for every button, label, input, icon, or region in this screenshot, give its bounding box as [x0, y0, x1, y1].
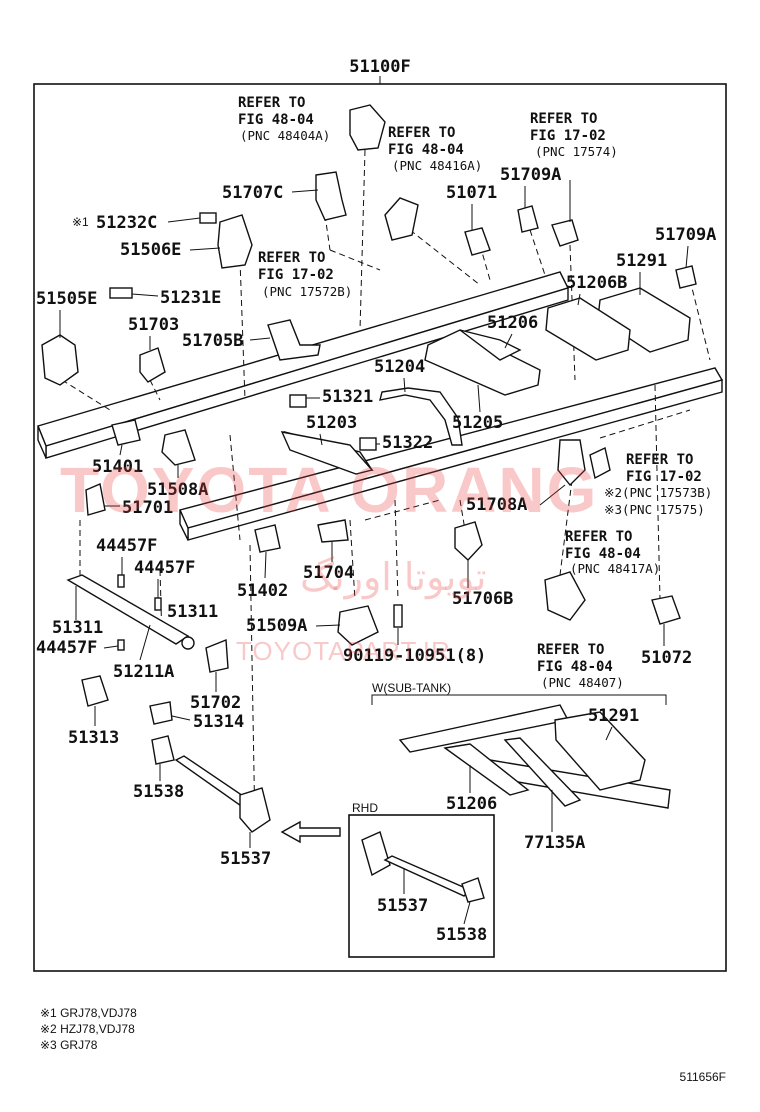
svg-text:FIG 17-02: FIG 17-02: [530, 128, 606, 144]
label-51205[interactable]: 51205: [452, 413, 503, 433]
label-51702[interactable]: 51702: [190, 693, 241, 713]
svg-text:FIG 48-04: FIG 48-04: [388, 142, 464, 158]
ref-48416a: REFER TO FIG 48-04 (PNC 48416A): [388, 125, 482, 173]
label-44457f-3[interactable]: 44457F: [36, 638, 97, 658]
svg-text:REFER TO: REFER TO: [388, 125, 455, 141]
label-51538-1[interactable]: 51538: [133, 782, 184, 802]
label-51703[interactable]: 51703: [128, 315, 179, 335]
label-51704[interactable]: 51704: [303, 563, 354, 583]
label-51072[interactable]: 51072: [641, 648, 692, 668]
rhd-inset: [348, 814, 495, 958]
watermark: TOYOTA ORANG تويوتا اورنگ TOYOTAPART.IR: [60, 454, 598, 666]
label-51505e[interactable]: 51505E: [36, 289, 97, 309]
svg-text:(PNC 48404A): (PNC 48404A): [240, 128, 330, 143]
label-51211a[interactable]: 51211A: [113, 662, 174, 682]
svg-text:REFER TO: REFER TO: [537, 642, 604, 658]
part-labels: 51707C ※1 51232C 51506E 51505E 51231E 51…: [36, 165, 716, 945]
label-51706b[interactable]: 51706B: [452, 589, 513, 609]
svg-text:(PNC 48417A): (PNC 48417A): [570, 561, 660, 576]
svg-text:تويوتا اورنگ: تويوتا اورنگ: [300, 555, 487, 600]
label-51709a-2[interactable]: 51709A: [655, 225, 716, 245]
label-51537-2[interactable]: 51537: [377, 896, 428, 916]
label-51537-1[interactable]: 51537: [220, 849, 271, 869]
label-51206b[interactable]: 51206B: [566, 273, 627, 293]
label-51701[interactable]: 51701: [122, 498, 173, 518]
label-51705b[interactable]: 51705B: [182, 331, 243, 351]
label-51311-1[interactable]: 51311: [167, 602, 218, 622]
svg-text:(PNC 17572B): (PNC 17572B): [262, 284, 352, 299]
label-51508a[interactable]: 51508A: [147, 480, 208, 500]
svg-text:REFER TO: REFER TO: [565, 529, 632, 545]
note-3: ※3 GRJ78: [40, 1038, 98, 1052]
svg-text:TOYOTA ORANG: TOYOTA ORANG: [60, 454, 598, 526]
label-51322[interactable]: 51322: [382, 433, 433, 453]
label-51321[interactable]: 51321: [322, 387, 373, 407]
label-sub-tank: W(SUB-TANK): [372, 681, 451, 695]
part-51100f-parts: [41, 104, 697, 844]
label-51291[interactable]: 51291: [616, 251, 667, 271]
label-44457f-1[interactable]: 44457F: [96, 536, 157, 556]
svg-text:FIG 17-02: FIG 17-02: [626, 469, 702, 485]
label-51206[interactable]: 51206: [487, 313, 538, 333]
svg-text:※3(PNC 17575): ※3(PNC 17575): [604, 502, 705, 517]
label-51707c[interactable]: 51707C: [222, 183, 283, 203]
frame-left-rail: [37, 271, 569, 459]
footnotes: ※1 GRJ78,VDJ78 ※2 HZJ78,VDJ78 ※3 GRJ78: [40, 1006, 137, 1052]
note-2: ※2 HZJ78,VDJ78: [40, 1022, 135, 1036]
svg-text:(PNC 17574): (PNC 17574): [535, 144, 618, 159]
svg-text:TOYOTAPART.IR: TOYOTAPART.IR: [236, 636, 451, 666]
label-51231e[interactable]: 51231E: [160, 288, 221, 308]
note-1: ※1 GRJ78,VDJ78: [40, 1006, 137, 1020]
ref-17573b: REFER TO FIG 17-02 ※2(PNC 17573B) ※3(PNC…: [604, 452, 712, 517]
label-51509a[interactable]: 51509A: [246, 616, 307, 636]
label-51709a-1[interactable]: 51709A: [500, 165, 561, 185]
label-44457f-2[interactable]: 44457F: [134, 558, 195, 578]
ref-48417a: REFER TO FIG 48-04 (PNC 48417A): [565, 529, 660, 576]
ref-17572b: REFER TO FIG 17-02 (PNC 17572B): [258, 250, 352, 299]
label-51402[interactable]: 51402: [237, 581, 288, 601]
svg-text:FIG 48-04: FIG 48-04: [238, 112, 314, 128]
label-90119[interactable]: 90119-10951(8): [343, 646, 486, 666]
frame-right-rail: [179, 367, 724, 541]
label-51232c-mark: ※1: [72, 215, 89, 229]
sub-tank-group: [371, 694, 671, 809]
svg-text:FIG 48-04: FIG 48-04: [565, 546, 641, 562]
label-51538-2[interactable]: 51538: [436, 925, 487, 945]
diagram-id: 511656F: [680, 1070, 726, 1084]
label-51311-2[interactable]: 51311: [52, 618, 103, 638]
label-51203[interactable]: 51203: [306, 413, 357, 433]
svg-text:※2(PNC 17573B): ※2(PNC 17573B): [604, 485, 712, 500]
ref-48407: REFER TO FIG 48-04 (PNC 48407): [537, 642, 624, 690]
label-51313[interactable]: 51313: [68, 728, 119, 748]
svg-text:REFER TO: REFER TO: [530, 111, 597, 127]
svg-text:REFER TO: REFER TO: [238, 95, 305, 111]
label-51314[interactable]: 51314: [193, 712, 244, 732]
svg-text:FIG 48-04: FIG 48-04: [537, 659, 613, 675]
svg-text:REFER TO: REFER TO: [626, 452, 693, 468]
svg-text:REFER TO: REFER TO: [258, 250, 325, 266]
svg-text:(PNC 48416A): (PNC 48416A): [392, 158, 482, 173]
svg-text:FIG 17-02: FIG 17-02: [258, 267, 334, 283]
label-rhd: RHD: [352, 801, 378, 815]
ref-17574: REFER TO FIG 17-02 (PNC 17574): [530, 111, 618, 159]
label-51401[interactable]: 51401: [92, 457, 143, 477]
label-51071[interactable]: 51071: [446, 183, 497, 203]
ref-48404a: REFER TO FIG 48-04 (PNC 48404A): [238, 95, 330, 143]
label-51204[interactable]: 51204: [374, 357, 425, 377]
label-51232c[interactable]: 51232C: [96, 213, 157, 233]
svg-text:(PNC 48407): (PNC 48407): [541, 675, 624, 690]
label-51708a[interactable]: 51708A: [466, 495, 527, 515]
label-77135a[interactable]: 77135A: [524, 833, 585, 853]
main-part-label[interactable]: 51100F: [349, 57, 410, 77]
label-51291-sub[interactable]: 51291: [588, 706, 639, 726]
assembly-leaders: [61, 149, 711, 831]
label-51206-sub[interactable]: 51206: [446, 794, 497, 814]
label-51506e[interactable]: 51506E: [120, 240, 181, 260]
